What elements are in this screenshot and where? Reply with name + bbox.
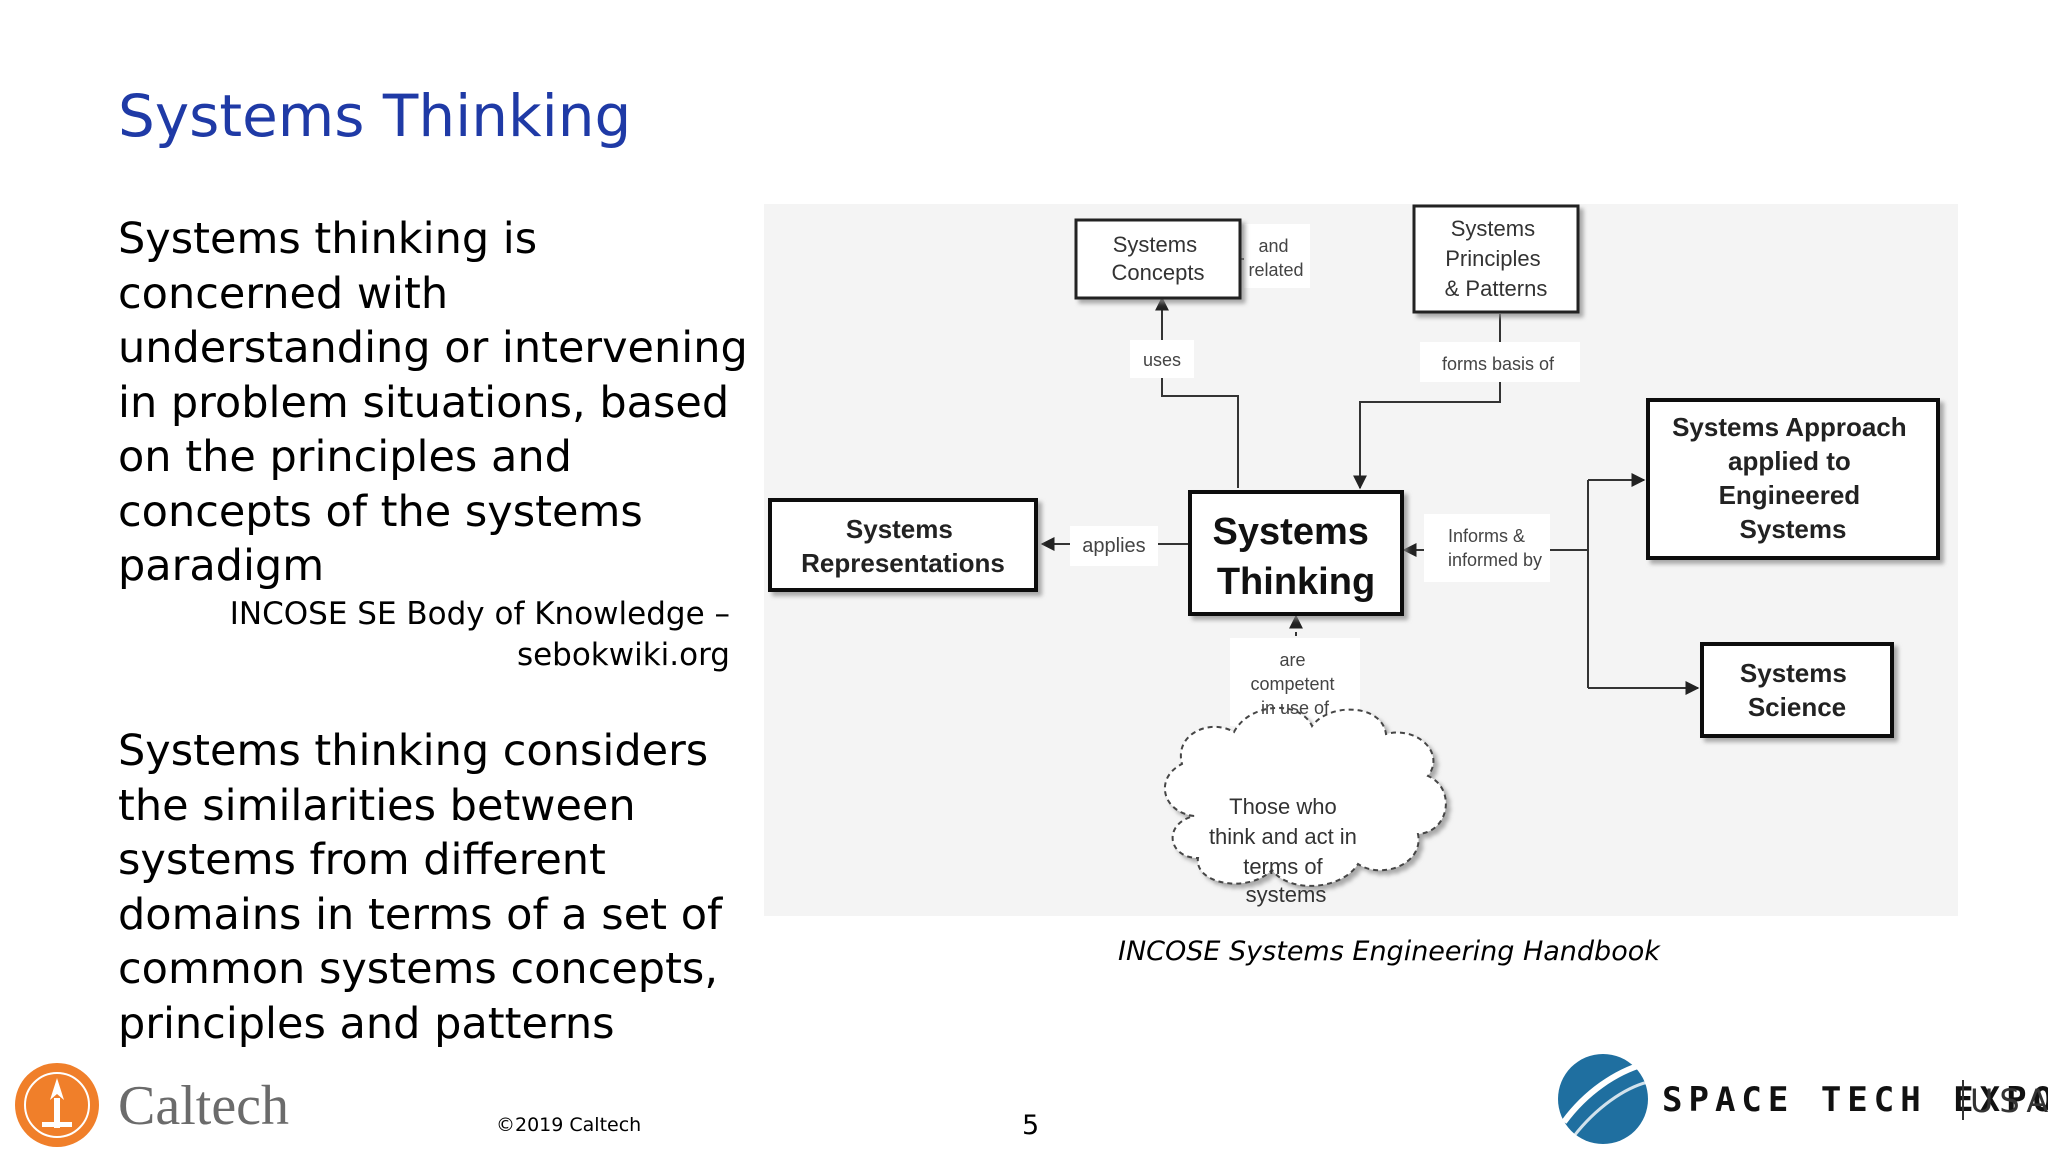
systems-representations-label: Systems Representations: [801, 514, 1005, 578]
systems-science-box: [1700, 642, 1894, 738]
caltech-wordmark: Caltech: [118, 1075, 290, 1137]
systems-thinking-label: Systems Thinking: [1213, 511, 1380, 603]
copyright-text: ©2019 Caltech: [496, 1114, 642, 1136]
definition-paragraph: Systems thinking is concerned with under…: [118, 214, 748, 591]
systems-representations-box: [768, 498, 1038, 592]
sebok-citation: INCOSE SE Body of Knowledge – sebokwiki.…: [230, 594, 730, 676]
caltech-seal-icon: [15, 1063, 99, 1147]
systems-thinking-diagram: Systems Concepts Systems Principles & Pa…: [764, 204, 1958, 916]
forms-basis-label: forms basis of: [1442, 354, 1555, 374]
expo-separator: [1962, 1080, 1964, 1120]
informs-label: Informs & informed by: [1448, 526, 1542, 570]
systems-concepts-label: Systems Concepts: [1112, 232, 1205, 285]
applies-label: applies: [1082, 535, 1145, 557]
uses-label: uses: [1143, 350, 1181, 370]
expo-region: USA: [1970, 1082, 2048, 1120]
cloud-label: Those who think and act in terms of syst…: [1209, 794, 1363, 907]
citation-line-2: sebokwiki.org: [516, 637, 730, 673]
practitioners-cloud: [1163, 706, 1447, 887]
citation-line-1: INCOSE SE Body of Knowledge –: [229, 596, 730, 632]
diagram-canvas: Systems Concepts Systems Principles & Pa…: [768, 204, 1940, 907]
space-tech-expo-globe-icon: [1558, 1054, 1649, 1144]
edge-label-backgrounds: [1070, 224, 1580, 726]
principles-basis-thinking-arrow: [1353, 314, 1501, 490]
diagram-caption: INCOSE Systems Engineering Handbook: [1118, 936, 1660, 967]
principles-patterns-label: Systems Principles & Patterns: [1445, 216, 1548, 301]
slide-title: Systems Thinking: [118, 82, 632, 150]
diagram-boxes: [768, 204, 1940, 738]
principles-patterns-box: [1412, 204, 1580, 314]
systems-approach-label: Systems Approach applied to Engineered S…: [1672, 412, 1914, 544]
page-number: 5: [1022, 1110, 1040, 1141]
systems-science-label: Systems Science: [1740, 658, 1854, 722]
expo-name: SPACE TECH EXPO: [1662, 1080, 2048, 1120]
thinking-uses-concepts-arrow: [1155, 296, 1239, 488]
systems-approach-box: [1646, 398, 1940, 560]
and-related-label: and related: [1248, 236, 1303, 280]
competent-label: are competent in use of: [1250, 650, 1339, 718]
systems-thinking-box: [1188, 490, 1404, 616]
similarities-paragraph: Systems thinking considers the similarit…: [118, 726, 723, 1049]
systems-concepts-box: [1074, 218, 1242, 300]
